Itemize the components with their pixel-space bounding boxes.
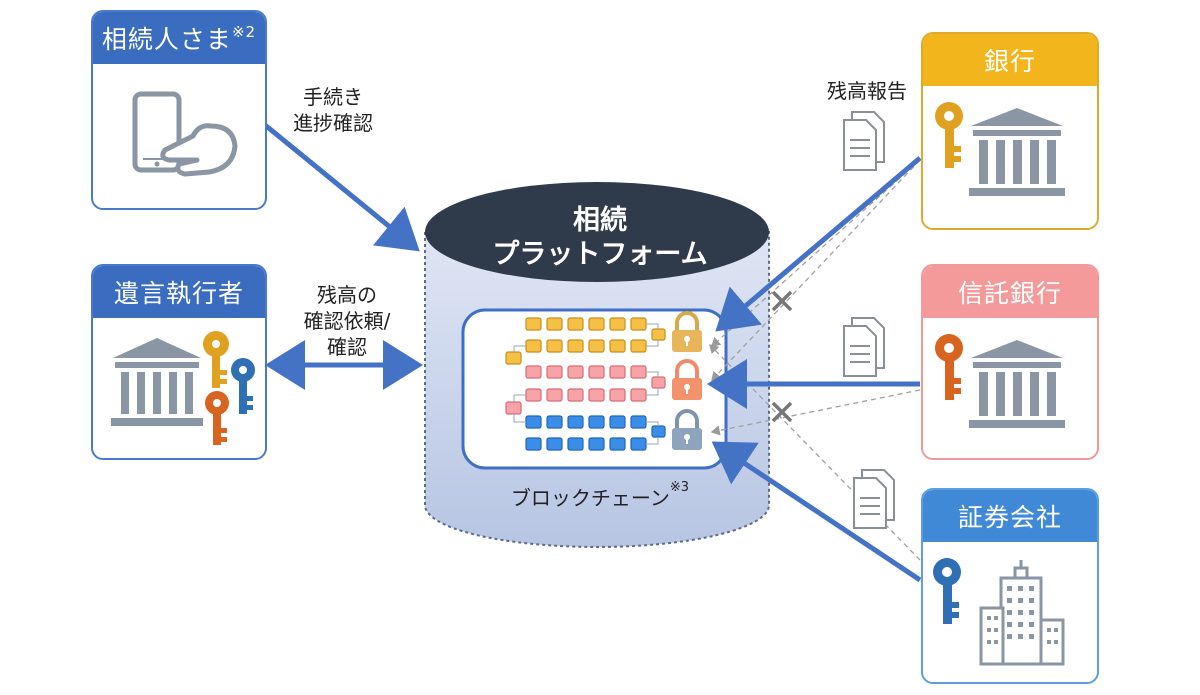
- tablet-touch-icon: [132, 91, 238, 177]
- securities-node: 証券会社: [921, 488, 1099, 684]
- trust-bank-title: 信託銀行: [957, 279, 1062, 308]
- bank-node: 銀行: [921, 32, 1099, 230]
- securities-header: 証券会社: [923, 490, 1097, 542]
- document-icon: [843, 111, 885, 171]
- block-row-gold-1: [505, 317, 666, 365]
- bank-with-keys-icon: [111, 331, 255, 445]
- padlock-orange-icon: [672, 359, 702, 400]
- blockchain-note: ※3: [669, 480, 690, 495]
- document-icon: [853, 469, 895, 529]
- bank-icon: [935, 102, 1065, 196]
- bank-report-label: 残高報告: [827, 79, 907, 103]
- trust-bank-node: 信託銀行: [921, 264, 1099, 460]
- executor-edge-line3: 確認: [327, 335, 367, 359]
- trust-bank-header: 信託銀行: [923, 266, 1097, 318]
- orange-key-icon: [205, 391, 229, 445]
- platform-title-line2: プラットフォーム: [492, 239, 708, 270]
- gold-key-icon: [935, 102, 963, 168]
- block-row-blue: [525, 415, 666, 451]
- blue-key-icon: [933, 558, 961, 624]
- heir-node: 相続人さま※2: [91, 10, 267, 210]
- heir-edge-line1: 手続き: [303, 85, 363, 109]
- securities-title: 証券会社: [957, 503, 1062, 532]
- dashed-links: [709, 159, 921, 561]
- heir-edge-label: 手続き 進捗確認: [278, 84, 388, 136]
- blue-key-icon: [231, 358, 255, 414]
- padlock-blue-icon: [672, 409, 702, 450]
- heir-edge-line2: 進捗確認: [293, 111, 373, 135]
- executor-edge-label: 残高の 確認依頼/ 確認: [282, 282, 412, 360]
- bank-icon: [935, 334, 1065, 428]
- heir-title: 相続人さま: [101, 25, 232, 54]
- orange-key-icon: [935, 334, 963, 400]
- executor-title: 遺言執行者: [113, 279, 244, 308]
- platform-title-line1: 相続: [573, 205, 627, 236]
- padlock-gold-icon: [672, 311, 702, 352]
- document-icon: [843, 317, 885, 377]
- blockchain-label: ブロックチェーン: [510, 486, 670, 510]
- blockchain-caption: ブロックチェーン※3: [470, 480, 730, 511]
- executor-edge-line2: 確認依頼/: [303, 309, 391, 333]
- heir-note: ※2: [231, 23, 257, 41]
- arrow-heir-to-platform: [263, 123, 420, 252]
- gold-key-icon: [203, 331, 229, 388]
- executor-header: 遺言執行者: [93, 266, 265, 318]
- bank-header: 銀行: [923, 34, 1097, 86]
- heir-header: 相続人さま※2: [93, 12, 265, 64]
- cross-mark-icon: [771, 290, 793, 312]
- office-building-icon: [933, 558, 1065, 666]
- platform-title: 相続 プラットフォーム: [430, 204, 770, 272]
- block-row-pink: [505, 365, 666, 415]
- bank-title: 銀行: [983, 47, 1036, 76]
- arrow-securities-to-chain: [711, 441, 922, 583]
- executor-node: 遺言執行者: [91, 264, 267, 460]
- arrow-bank-to-chain: [715, 156, 922, 332]
- executor-edge-line1: 残高の: [317, 283, 377, 307]
- cross-mark-icon: [771, 401, 793, 423]
